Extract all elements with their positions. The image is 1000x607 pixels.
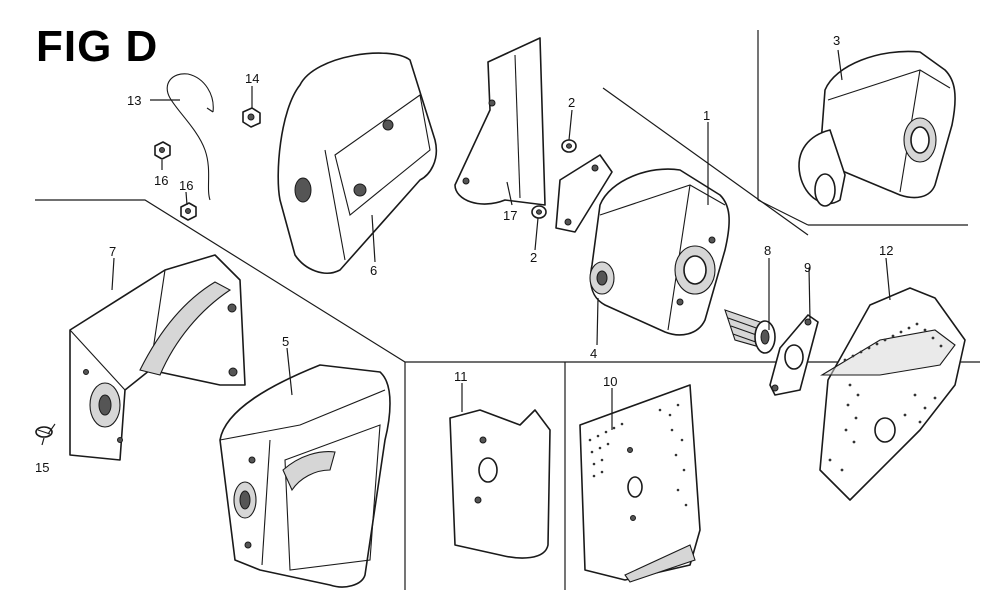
callout-14: 14 bbox=[245, 71, 259, 86]
part-7-cover-bracket bbox=[69, 254, 246, 461]
callout-16-right: 16 bbox=[179, 178, 193, 193]
part-5-muffler-protector bbox=[219, 364, 391, 588]
callout-15: 15 bbox=[35, 460, 49, 475]
part-14-nut bbox=[242, 107, 261, 128]
callout-11: 11 bbox=[454, 369, 468, 384]
callout-17: 17 bbox=[503, 208, 517, 223]
callout-2-lower: 2 bbox=[530, 250, 537, 265]
part-1-muffler bbox=[589, 168, 730, 336]
callout-16-left: 16 bbox=[154, 173, 168, 188]
part-8-spark-arrester-screen bbox=[724, 309, 776, 354]
part-16-nuts bbox=[154, 141, 197, 221]
part-15-screw bbox=[35, 423, 56, 438]
callout-7: 7 bbox=[109, 244, 116, 259]
callout-2-upper: 2 bbox=[568, 95, 575, 110]
part-17-bracket bbox=[454, 37, 546, 206]
part-2-washers bbox=[531, 139, 577, 219]
part-10-perforated-plate bbox=[579, 384, 701, 583]
part-9-gasket bbox=[769, 314, 819, 396]
part-6-muffler-protector bbox=[277, 52, 438, 274]
part-3-muffler bbox=[798, 50, 956, 207]
callout-6: 6 bbox=[370, 263, 377, 278]
callout-13: 13 bbox=[127, 93, 141, 108]
callout-9: 9 bbox=[804, 260, 811, 275]
callout-8: 8 bbox=[764, 243, 771, 258]
part-11-plate bbox=[449, 409, 551, 559]
section-divider-lines bbox=[35, 30, 980, 590]
callout-4: 4 bbox=[590, 346, 597, 361]
callout-12: 12 bbox=[879, 243, 893, 258]
callout-5: 5 bbox=[282, 334, 289, 349]
small-gasket bbox=[555, 154, 613, 233]
part-12-heat-shield bbox=[819, 287, 966, 501]
part-13-wire-spring bbox=[166, 73, 214, 201]
callout-3: 3 bbox=[833, 33, 840, 48]
callout-10: 10 bbox=[603, 374, 617, 389]
callout-leader-lines bbox=[41, 49, 891, 446]
callout-1: 1 bbox=[703, 108, 710, 123]
callout-labels: 1 2 2 3 4 5 6 7 8 9 10 11 12 13 14 15 16… bbox=[35, 33, 893, 475]
figure-title: FIG D bbox=[36, 22, 159, 71]
